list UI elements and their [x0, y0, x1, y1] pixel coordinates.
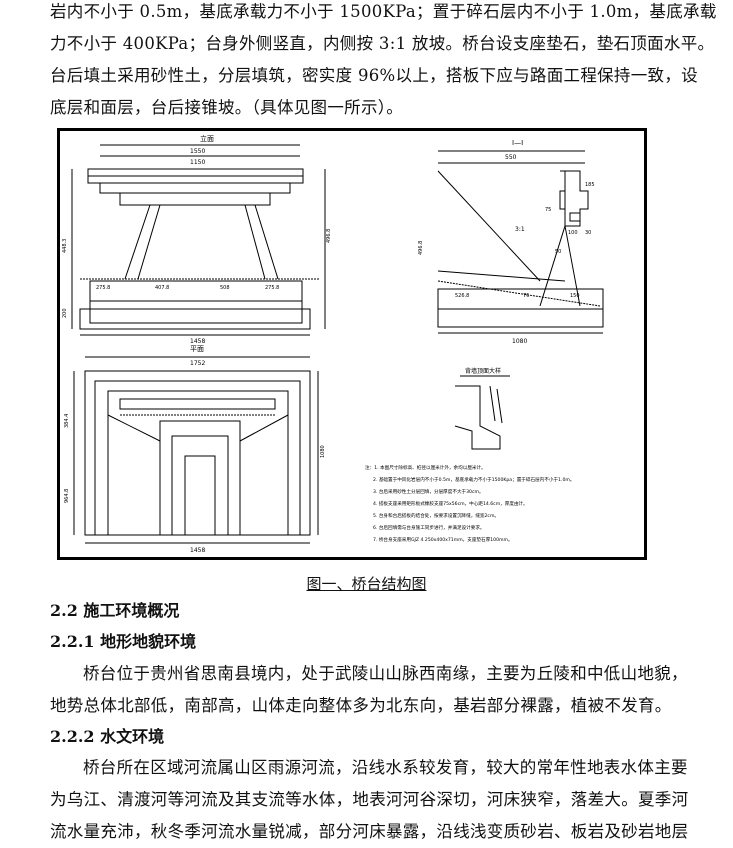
note-line: 注：1. 本图尺寸除标高、桩径以厘米计外，余均以厘米计。: [365, 464, 486, 471]
intro-line: 岩内不小于 0.5m，基底承载力不小于 1500KPa；置于碎石层内不小于 1.…: [50, 2, 717, 21]
dim-plan-top: 1752: [190, 360, 205, 367]
note-line: 3. 台后采用砂性土分层回填，分层厚度不大于30cm。: [373, 488, 484, 495]
terrain-line: 地势总体北部低，南部高，山体走向整体多为北东向，基岩部分裸露，植被不发育。: [50, 696, 672, 715]
dim-seg-3: 508: [220, 285, 230, 291]
intro-line: 台后填土采用砂性土，分层填筑，密实度 96%以上，搭板下应与路面工程保持一致，设: [50, 66, 698, 85]
hydrology-line: 桥台所在区域河流属山区雨源河流，沿线水系较发育，较大的常年性地表水体主要: [83, 758, 688, 777]
note-line: 4. 搭板支座采用矩形板式橡胶支座75x56cm，中心距14.6cm，厚度由计。: [373, 500, 528, 507]
dim-sec-7: 75: [545, 207, 551, 213]
dim-top-width: 1550: [190, 148, 205, 155]
dim-sec-6: 30: [585, 230, 591, 236]
elevation-title: 立面: [200, 134, 214, 143]
dim-sec-3: 150: [570, 293, 580, 299]
dim-height-sec: 496.8: [418, 241, 424, 255]
dim-base-width: 1458: [190, 338, 205, 345]
hydrology-paragraph: 桥台所在区域河流属山区雨源河流，沿线水系较发育，较大的常年性地表水体主要 为乌江…: [50, 752, 690, 848]
dim-section-top: 550: [505, 154, 517, 161]
design-notes: 注：1. 本图尺寸除标高、桩径以厘米计外，余均以厘米计。 2. 基础置于中风化岩…: [365, 464, 574, 543]
detail-title: 背墙顶面大样: [465, 367, 501, 375]
intro-paragraph: 岩内不小于 0.5m，基底承载力不小于 1500KPa；置于碎石层内不小于 1.…: [50, 0, 717, 124]
intro-line: 底层和面层，台后接锥坡。（具体见图一所示）。: [50, 98, 404, 117]
terrain-paragraph: 桥台位于贵州省思南县境内，处于武陵山山脉西南缘，主要为丘陵和中低山地貌， 地势总…: [50, 658, 690, 722]
note-line: 6. 台后回填需与台身施工同步进行，并满足设计要求。: [373, 524, 485, 531]
engineering-drawing: 立面 1550 1150 1458 275.8 407.8 508 275.8 …: [62, 134, 604, 554]
dim-seg-4: 275.8: [265, 285, 279, 291]
dim-sec-8: 50: [555, 249, 561, 255]
section-heading-2-2-1: 2.2.1 地形地貌环境: [50, 632, 197, 651]
abutment-structure-figure: 立面 1550 1150 1458 275.8 407.8 508 275.8 …: [57, 128, 647, 560]
note-line: 2. 基础置于中风化岩层内不小于0.5m，基底承载力不小于1500Kpa；置于碎…: [373, 476, 574, 483]
dim-plan-h2: 964.8: [64, 489, 70, 503]
intro-line: 力不小于 400KPa；台身外侧竖直，内侧按 3:1 放坡。桥台设支座垫石，垫石…: [50, 34, 715, 53]
dim-height-2: 200: [62, 308, 68, 318]
dim-sec-4: 185: [585, 182, 595, 188]
dim-sec-5: 100: [568, 230, 578, 236]
dim-section-base: 1080: [512, 338, 527, 345]
dim-ratio: 3:1: [515, 226, 525, 233]
dim-plan-base: 1458: [190, 547, 205, 554]
dim-height-1: 448.3: [62, 239, 68, 253]
terrain-line: 桥台位于贵州省思南县境内，处于武陵山山脉西南缘，主要为丘陵和中低山地貌，: [83, 664, 688, 683]
section-title: Ⅰ—Ⅰ: [512, 139, 523, 147]
dim-plan-h1: 384.4: [64, 414, 70, 428]
dim-seg-2: 407.8: [155, 285, 169, 291]
note-line: 7. 桥台身支座采用GJZ 4 250x400x71mm，支座垫石厚100mm。: [373, 536, 513, 543]
section-heading-2-2-2: 2.2.2 水文环境: [50, 727, 165, 746]
dim-plan-total: 1080: [320, 445, 326, 458]
plan-title: 平面: [190, 345, 204, 353]
dim-height-3: 496.8: [326, 229, 332, 243]
figure-caption: 图一、桥台结构图: [306, 575, 427, 593]
hydrology-line: 为乌江、清渡河等河流及其支流等水体，地表河河谷深切，河床狭窄，落差大。夏季河: [50, 790, 689, 809]
note-line: 5. 台身和台后搭板的结合处，按要求设置沉降缝，缝宽2cm。: [373, 512, 499, 519]
dim-seg-1: 275.8: [96, 285, 110, 291]
dim-sec-1: 526.8: [455, 293, 469, 299]
dim-top-inner: 1150: [190, 159, 205, 166]
dim-sec-2: 76: [523, 293, 529, 299]
hydrology-line: 流水量充沛，秋冬季河流水量锐减，部分河床暴露，沿线浅变质砂岩、板岩及砂岩地层: [50, 822, 689, 841]
section-heading-2-2: 2.2 施工环境概况: [50, 601, 180, 620]
